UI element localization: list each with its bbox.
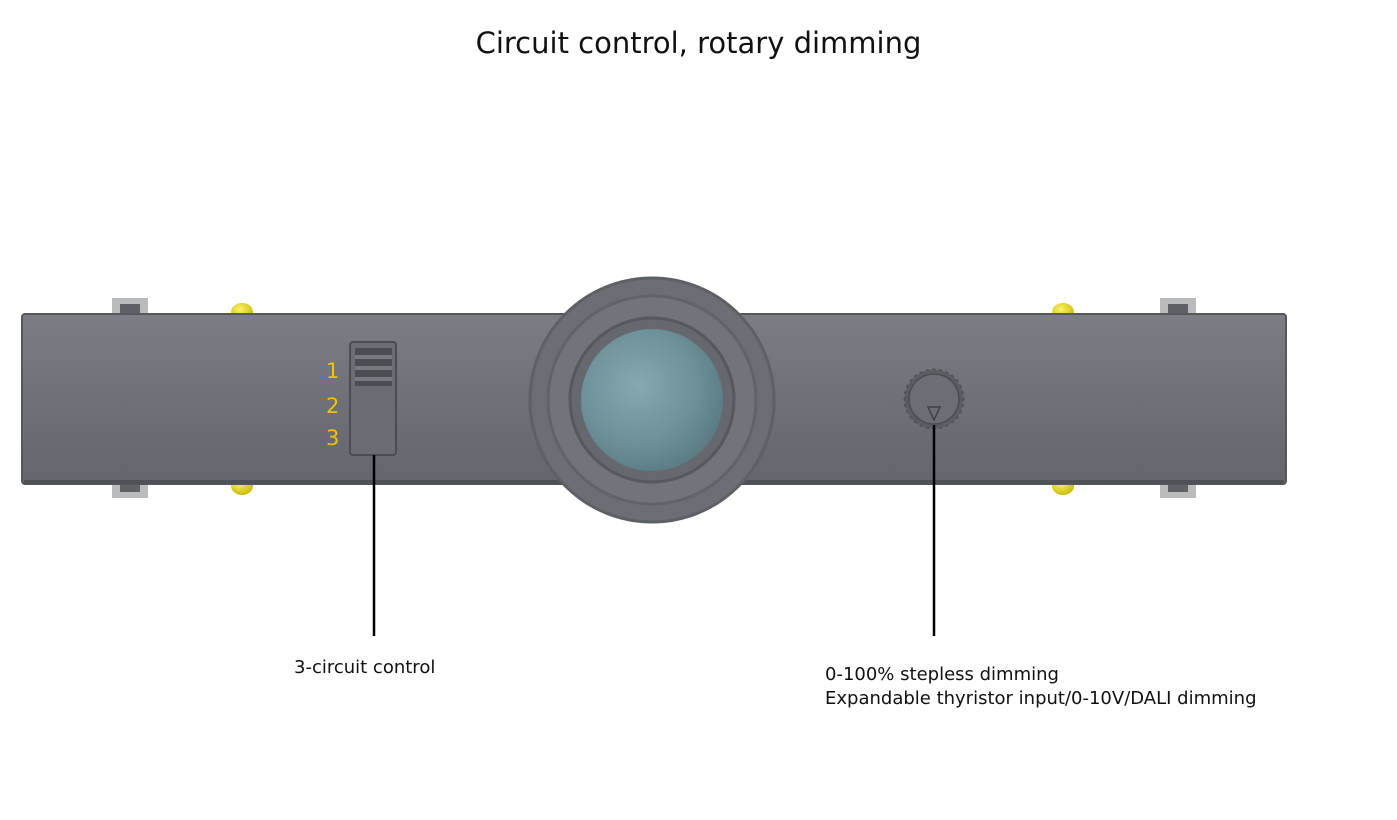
mounting-clip-top-left [112,298,148,316]
switch-position-1: 1 [326,359,339,383]
diagram-title: Circuit control, rotary dimming [475,26,922,60]
callout-circuit-control: 3-circuit control [294,657,436,678]
callout-dimming-line1: 0-100% stepless dimming [825,664,1059,685]
switch-position-2: 2 [326,394,339,418]
center-lens-assembly [528,276,776,524]
rotary-dimming-knob[interactable] [903,368,965,430]
lens [581,329,723,471]
callout-dimming-line2: Expandable thyristor input/0-10V/DALI di… [825,688,1257,709]
callout-dimming: 0-100% stepless dimming Expandable thyri… [825,663,1257,711]
circuit-selector-switch[interactable] [349,341,397,456]
triangle-down-icon [926,406,942,422]
mounting-clip-top-right [1160,298,1196,316]
switch-position-3: 3 [326,426,339,450]
